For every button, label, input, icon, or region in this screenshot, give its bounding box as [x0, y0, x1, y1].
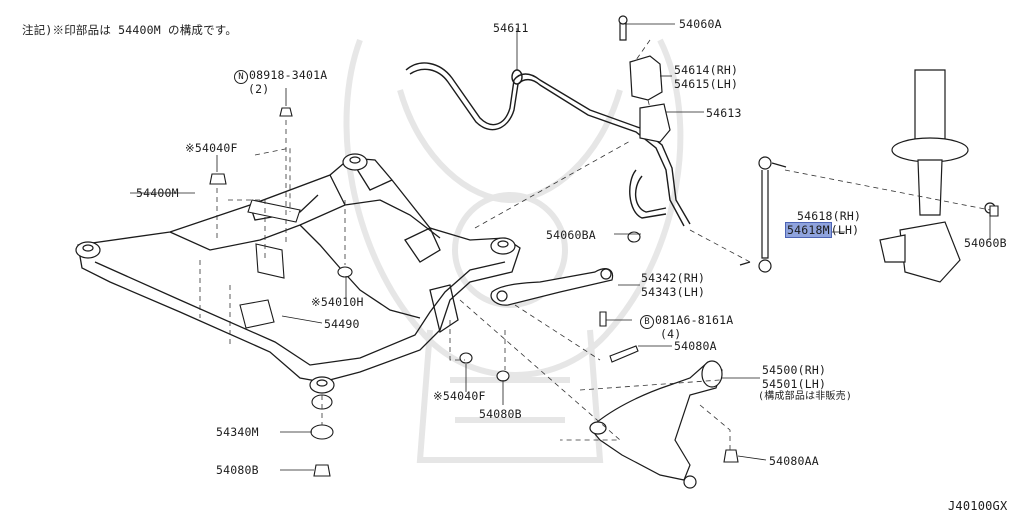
label-54040F-top[interactable]: ※54040F: [185, 141, 238, 155]
label-54342[interactable]: 54342(RH): [641, 271, 706, 285]
label-54611[interactable]: 54611: [493, 21, 529, 35]
label-08918-text: 08918-3401A: [249, 68, 328, 82]
diagram-code: J40100GX: [948, 499, 1008, 511]
highlighted-part-54618M[interactable]: 54618M: [785, 222, 832, 238]
label-54400M[interactable]: 54400M: [136, 186, 179, 200]
qty-081A6: (4): [660, 327, 682, 341]
bolt-symbol-icon: B: [640, 315, 654, 329]
dashed-guides: [199, 39, 991, 452]
label-54618M-side: (LH): [830, 223, 860, 237]
note-54500: (構成部品は非販売): [758, 391, 853, 402]
leader-lines: [130, 23, 991, 471]
label-54340M[interactable]: 54340M: [216, 425, 259, 439]
label-54490[interactable]: 54490: [324, 317, 360, 331]
label-54613[interactable]: 54613: [706, 106, 742, 120]
label-54080A[interactable]: 54080A: [674, 339, 717, 353]
label-54080AA[interactable]: 54080AA: [769, 454, 819, 468]
stabilizer-link-54618: [739, 156, 787, 273]
label-54615[interactable]: 54615(LH): [674, 77, 739, 91]
label-54080B-mid[interactable]: 54080B: [479, 407, 522, 421]
bracket-54490: [239, 199, 301, 329]
note-text: 注記)※印部品は 54400M の構成です。: [22, 23, 238, 37]
transverse-link-54500: [589, 360, 723, 489]
label-54500[interactable]: 54500(RH): [762, 363, 827, 377]
label-54343[interactable]: 54343(LH): [641, 285, 706, 299]
label-54501[interactable]: 54501(LH): [762, 377, 827, 391]
label-54010H[interactable]: ※54010H: [311, 295, 364, 309]
label-081A6-text: 081A6-8161A: [655, 313, 734, 327]
label-54618[interactable]: 54618(RH): [797, 209, 862, 223]
stabilizer-bar-54611: [405, 62, 691, 227]
label-54060B[interactable]: 54060B: [964, 236, 1007, 250]
qty-08918: (2): [248, 82, 270, 96]
subframe-bushings: [75, 153, 516, 394]
label-54060BA[interactable]: 54060BA: [546, 228, 596, 242]
link-54342: [490, 268, 614, 306]
label-54040F-bottom[interactable]: ※54040F: [433, 389, 486, 403]
watermark-emblem: [343, 38, 684, 463]
nut-symbol-icon: N: [234, 70, 248, 84]
label-54080B-bottom[interactable]: 54080B: [216, 463, 259, 477]
label-54618M[interactable]: 54618M(LH): [785, 222, 860, 238]
label-54614[interactable]: 54614(RH): [674, 63, 739, 77]
bushing-54613-clamp-54614: [618, 15, 671, 143]
strut-assembly: [879, 69, 996, 283]
label-54060A[interactable]: 54060A: [679, 17, 722, 31]
